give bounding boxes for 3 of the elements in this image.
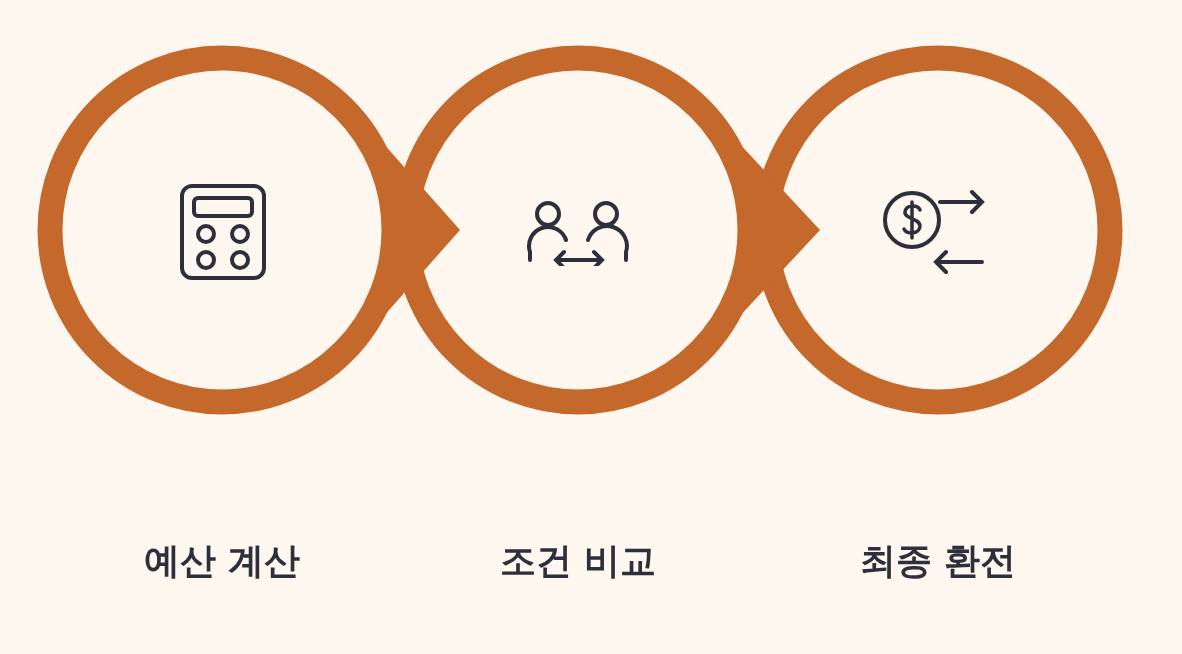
step-label: 예산 계산 [142, 539, 302, 583]
step-label: 조건 비교 [498, 539, 658, 583]
step-label: 최종 환전 [858, 539, 1018, 583]
